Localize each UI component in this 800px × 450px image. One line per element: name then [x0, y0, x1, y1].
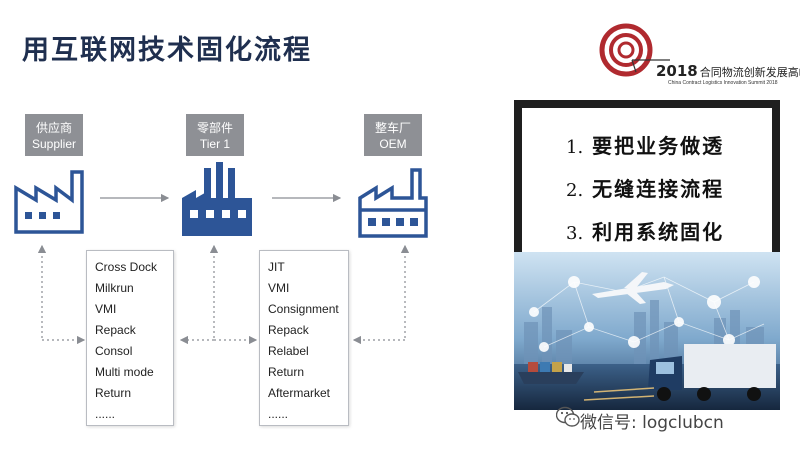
logistics-network-image [514, 252, 780, 410]
stage-en: Tier 1 [199, 137, 231, 151]
stage-supplier-label: 供应商 Supplier [25, 114, 83, 156]
stage-tier1-label: 零部件 Tier 1 [186, 114, 244, 156]
target-logo-icon [599, 23, 670, 77]
point-2: 2. 无缝连接流程 [566, 173, 724, 202]
logo-year: 2018 [656, 62, 698, 80]
factory-oem-icon [358, 168, 428, 238]
stage-cn: 整车厂 [374, 121, 411, 135]
logo-name: 合同物流创新发展高峰论坛 [699, 66, 800, 79]
slide-title: 用互联网技术固化流程 [22, 35, 312, 66]
truck-icon [648, 344, 776, 401]
point-text: 要把业务做透 [592, 134, 725, 158]
stage-en: OEM [379, 137, 407, 151]
list-item: Aftermarket [268, 386, 331, 400]
factory-supplier-icon [14, 170, 84, 234]
list-item: ...... [95, 407, 116, 421]
wechat-icon [556, 406, 580, 427]
list-item: Repack [268, 323, 309, 337]
point-number: 2. [566, 180, 584, 201]
list-item: Return [95, 386, 132, 400]
point-1: 1. 要把业务做透 [566, 130, 724, 159]
services-list-supplier-tier1: Cross Dock Milkrun VMI Repack Consol Mul… [86, 250, 174, 426]
stage-oem-label: 整车厂 OEM [364, 114, 422, 156]
flow-connectors [37, 193, 410, 345]
stage-cn: 供应商 [35, 121, 72, 135]
point-number: 3. [566, 223, 584, 244]
logo-subtitle: China Contract Logistics Innovation Summ… [668, 80, 778, 86]
list-item: Multi mode [95, 365, 154, 379]
factory-tier1-icon [182, 162, 252, 236]
point-number: 1. [566, 137, 584, 158]
airplane-icon [592, 272, 674, 304]
point-3: 3. 利用系统固化 [566, 216, 724, 245]
list-item: Milkrun [95, 281, 134, 295]
summit-logo: 2018合同物流创新发展高峰论坛 China Contract Logistic… [598, 22, 800, 88]
key-points-panel: 1. 要把业务做透 2. 无缝连接流程 3. 利用系统固化 [514, 100, 780, 410]
list-item: Consignment [268, 302, 339, 316]
services-list-tier1-oem: JIT VMI Consignment Repack Relabel Retur… [259, 250, 349, 426]
list-item: VMI [95, 302, 117, 316]
key-points-box: 1. 要把业务做透 2. 无缝连接流程 3. 利用系统固化 [522, 108, 772, 252]
stage-en: Supplier [31, 137, 77, 151]
point-text: 无缝连接流程 [592, 177, 725, 201]
point-text: 利用系统固化 [592, 220, 725, 244]
logo-title: 2018合同物流创新发展高峰论坛 [656, 62, 800, 80]
stage-cn: 零部件 [196, 121, 233, 135]
list-item: Cross Dock [95, 260, 158, 274]
list-item: Relabel [268, 344, 309, 358]
list-item: Repack [95, 323, 136, 337]
list-item: Return [268, 365, 305, 379]
wechat-watermark: 微信号: logclubcn [580, 413, 724, 433]
list-item: Consol [95, 344, 133, 358]
list-item: ...... [268, 407, 289, 421]
list-item: VMI [268, 281, 290, 295]
list-item: JIT [268, 260, 285, 274]
